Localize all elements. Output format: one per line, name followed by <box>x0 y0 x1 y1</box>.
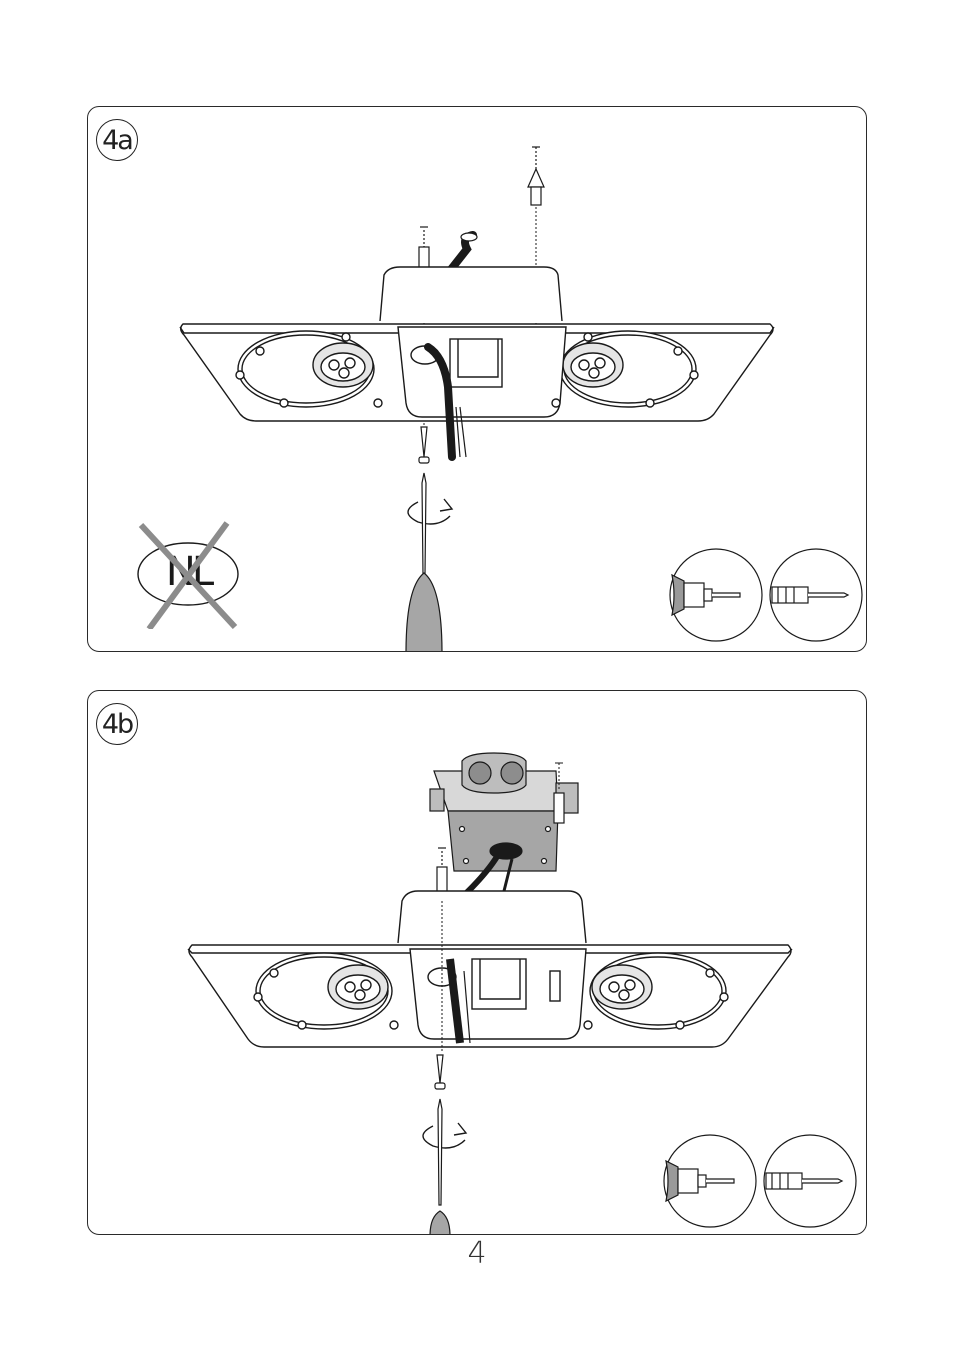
base-plate <box>188 945 792 1047</box>
drill-icon <box>664 1135 756 1227</box>
screw-icon <box>435 1055 445 1089</box>
canopy <box>380 267 562 321</box>
wall-plug-icon <box>528 147 544 205</box>
cross-out-icon <box>131 519 245 629</box>
screwdriver-icon <box>430 1099 450 1235</box>
screwdriver-icon <box>770 549 862 641</box>
base-plate <box>180 324 774 421</box>
canopy <box>398 891 586 943</box>
rotation-arrow-icon <box>423 1123 466 1148</box>
drill-icon <box>670 549 762 641</box>
screwdriver-icon <box>406 473 442 652</box>
page-number: 4 <box>0 1236 954 1271</box>
rotation-arrow-icon <box>408 499 452 524</box>
wall-plug-icon <box>437 848 447 897</box>
mounting-illustration-4b <box>88 691 867 1235</box>
country-restriction-mark: NL <box>131 519 245 629</box>
screw-icon <box>419 427 429 463</box>
step-panel-4a: 4a <box>87 106 867 652</box>
step-panel-4b: 4b <box>87 690 867 1235</box>
junction-box <box>430 753 578 871</box>
screwdriver-icon <box>764 1135 856 1227</box>
